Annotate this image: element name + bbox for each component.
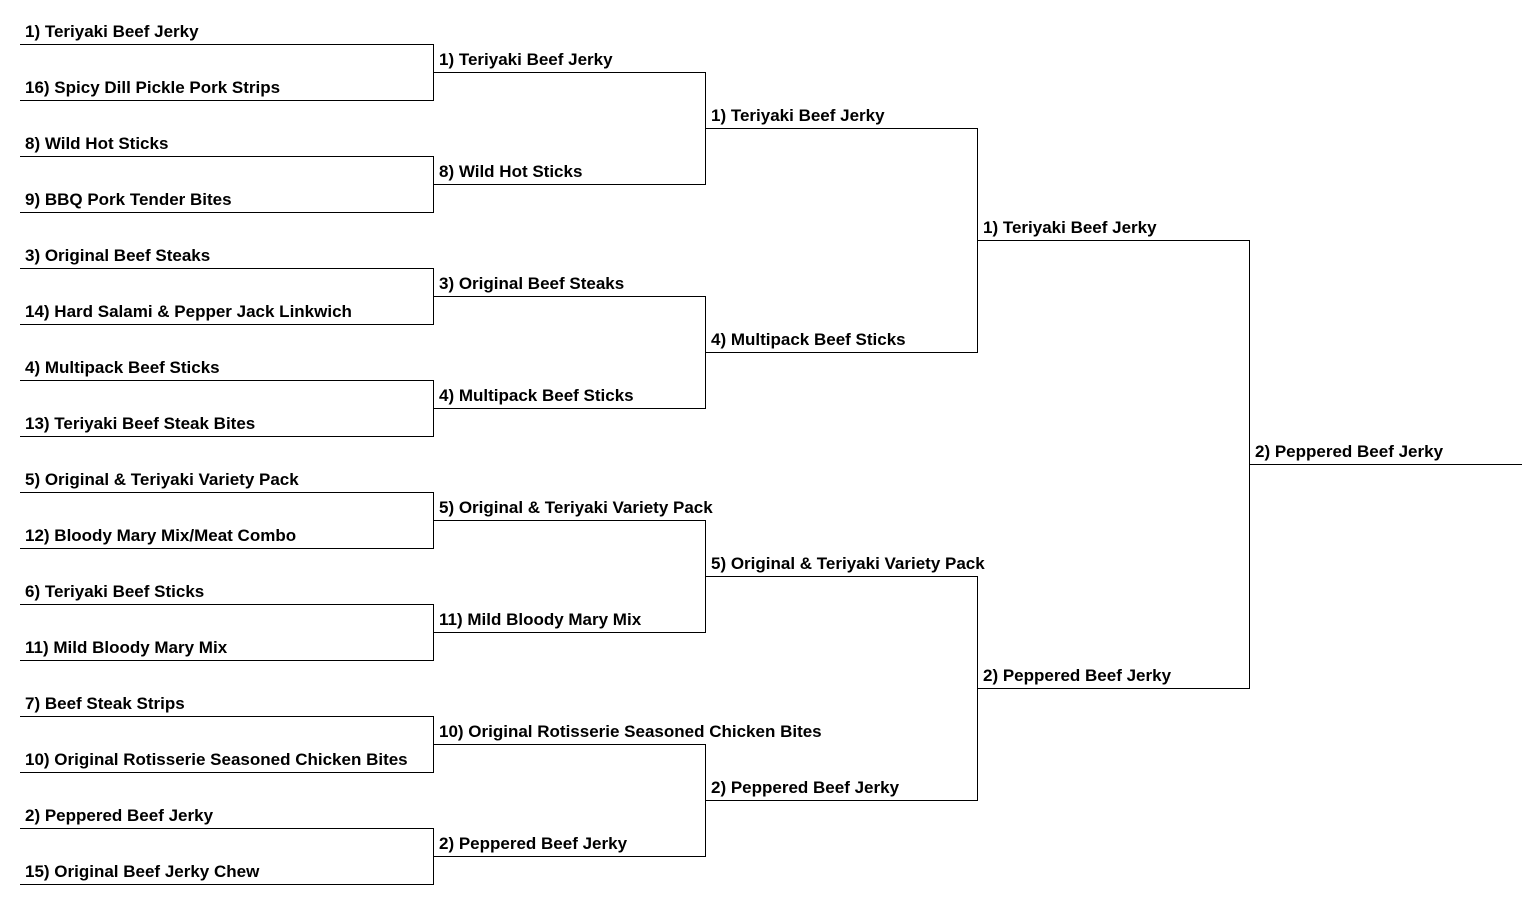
bracket-entry-r3-1: 1) Teriyaki Beef Jerky xyxy=(711,106,885,125)
bracket-entry-r1-9: 5) Original & Teriyaki Variety Pack xyxy=(25,470,299,489)
bracket-entry-r2-1: 1) Teriyaki Beef Jerky xyxy=(439,50,613,69)
bracket-entry-r2-5: 5) Original & Teriyaki Variety Pack xyxy=(439,498,713,517)
bracket-entry-r2-4: 4) Multipack Beef Sticks xyxy=(439,386,634,405)
bracket-entry-r1-6: 14) Hard Salami & Pepper Jack Linkwich xyxy=(25,302,352,321)
bracket-entry-r2-6: 11) Mild Bloody Mary Mix xyxy=(439,610,642,629)
bracket-entry-r1-7: 4) Multipack Beef Sticks xyxy=(25,358,220,377)
bracket-entry-r4-2: 2) Peppered Beef Jerky xyxy=(983,666,1172,685)
bracket-entry-r3-2: 4) Multipack Beef Sticks xyxy=(711,330,906,349)
bracket-entry-r1-11: 6) Teriyaki Beef Sticks xyxy=(25,582,204,601)
bracket-entry-r1-1: 1) Teriyaki Beef Jerky xyxy=(25,22,199,41)
bracket-entry-r1-16: 15) Original Beef Jerky Chew xyxy=(25,862,260,881)
bracket-entry-r1-12: 11) Mild Bloody Mary Mix xyxy=(25,638,228,657)
bracket-entry-r1-10: 12) Bloody Mary Mix/Meat Combo xyxy=(25,526,296,545)
bracket-entry-r2-7: 10) Original Rotisserie Seasoned Chicken… xyxy=(439,722,822,741)
bracket-entry-r1-5: 3) Original Beef Steaks xyxy=(25,246,210,265)
bracket-entry-r2-8: 2) Peppered Beef Jerky xyxy=(439,834,628,853)
bracket-entry-r1-8: 13) Teriyaki Beef Steak Bites xyxy=(25,414,255,433)
bracket-entry-r3-4: 2) Peppered Beef Jerky xyxy=(711,778,900,797)
bracket-entry-r2-2: 8) Wild Hot Sticks xyxy=(439,162,582,181)
bracket-entry-r4-1: 1) Teriyaki Beef Jerky xyxy=(983,218,1157,237)
bracket-entry-r1-3: 8) Wild Hot Sticks xyxy=(25,134,168,153)
bracket-entry-r5-1: 2) Peppered Beef Jerky xyxy=(1255,442,1444,461)
bracket-entry-r1-15: 2) Peppered Beef Jerky xyxy=(25,806,214,825)
bracket-entry-r1-2: 16) Spicy Dill Pickle Pork Strips xyxy=(25,78,280,97)
bracket-entry-r3-3: 5) Original & Teriyaki Variety Pack xyxy=(711,554,985,573)
bracket-entry-r1-14: 10) Original Rotisserie Seasoned Chicken… xyxy=(25,750,408,769)
bracket-entry-r1-4: 9) BBQ Pork Tender Bites xyxy=(25,190,232,209)
bracket-entry-r2-3: 3) Original Beef Steaks xyxy=(439,274,624,293)
bracket-entry-r1-13: 7) Beef Steak Strips xyxy=(25,694,185,713)
